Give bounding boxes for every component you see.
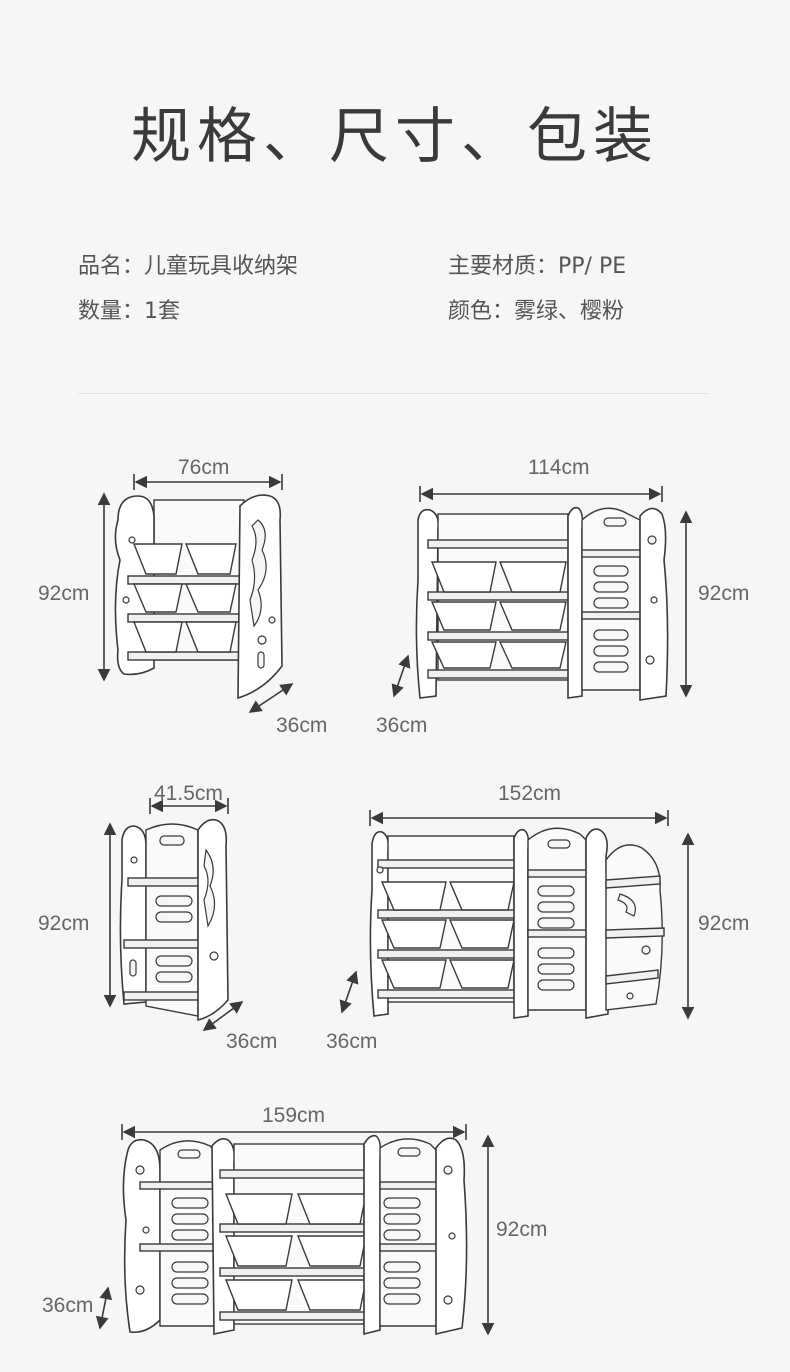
product-4-height: 92cm [698,912,750,935]
product-4-drawing [339,810,695,1020]
product-1-height: 92cm [38,582,90,605]
product-5-height: 92cm [496,1218,548,1241]
product-5-depth: 36cm [42,1294,94,1317]
spec-material: 主要材质：PP/ PE [448,254,627,279]
spec-product-name: 品名：儿童玩具收纳架 [78,254,299,279]
product-4-depth: 36cm [326,1030,378,1053]
spec-quantity: 数量：1套 [78,299,180,324]
section-divider [78,393,708,394]
product-1-width: 76cm [178,456,230,479]
product-2-drawing [391,486,693,701]
product-3-height: 92cm [38,912,90,935]
product-1-depth: 36cm [276,714,328,737]
product-1-drawing [97,474,294,713]
product-2-width: 114cm [528,456,590,479]
page-title: 规格、尺寸、包装 [131,102,659,172]
product-2-depth: 36cm [376,714,428,737]
product-2-height: 92cm [698,582,750,605]
spec-color: 颜色：雾绿、樱粉 [448,299,625,324]
product-3-depth: 36cm [226,1030,278,1053]
product-4-width: 152cm [498,782,562,805]
product-3-drawing [103,798,244,1031]
product-5-width: 159cm [262,1104,326,1127]
product-3-width: 41.5cm [154,782,223,805]
product-5-drawing [95,1124,495,1336]
